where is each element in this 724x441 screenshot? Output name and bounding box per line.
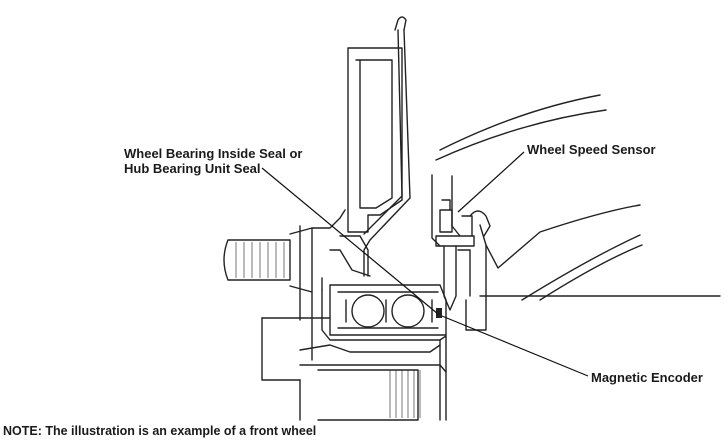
wheel-bearing-seal-label: Wheel Bearing Inside Seal or Hub Bearing…: [124, 146, 302, 176]
wheel-speed-sensor-body: [435, 199, 491, 311]
wheel-speed-sensor-label: Wheel Speed Sensor: [527, 142, 656, 157]
brake-disc: [347, 16, 411, 277]
drive-shaft: [261, 299, 487, 421]
seal-label-line2: Hub Bearing Unit Seal: [124, 161, 261, 176]
illustration-note: NOTE: The illustration is an example of …: [3, 424, 317, 438]
hub-bearing-unit: [321, 277, 447, 341]
steering-knuckle: [431, 94, 721, 301]
callout-leaders: [261, 151, 589, 377]
seal-label-line1: Wheel Bearing Inside Seal or: [124, 146, 303, 161]
magnetic-encoder-label: Magnetic Encoder: [591, 370, 703, 385]
magnetic-encoder-mark: [436, 308, 442, 318]
